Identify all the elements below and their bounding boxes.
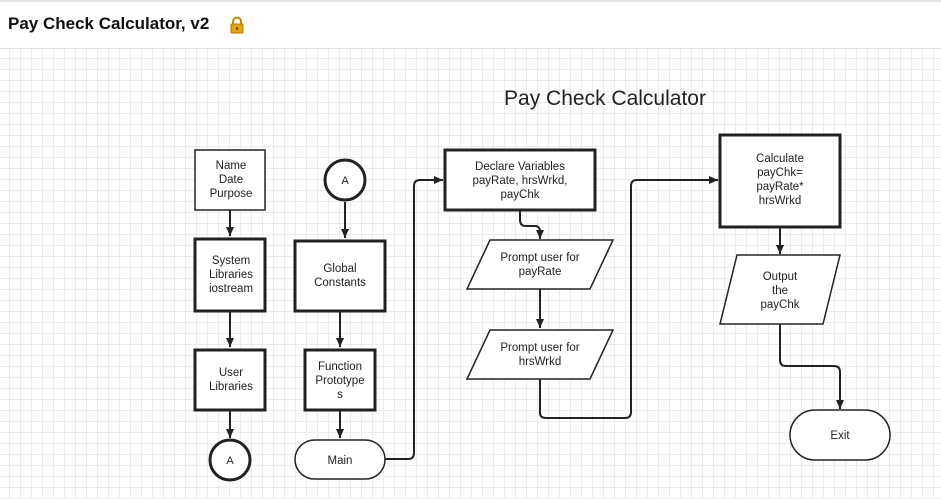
system-libraries-line-2: Libraries xyxy=(209,269,253,281)
prompt-payrate-line-2: payRate xyxy=(519,266,562,278)
global-constants-line-2: Constants xyxy=(314,277,366,289)
user-libraries-line-1: User xyxy=(219,367,243,379)
global-constants-line-1: Global xyxy=(323,263,356,275)
system-libraries-line-1: System xyxy=(212,255,250,267)
document-title: Pay Check Calculator, v2 xyxy=(8,14,210,33)
exit-terminator[interactable]: Exit xyxy=(789,409,891,461)
connector-a-out[interactable]: A xyxy=(208,438,252,482)
connector-a-out-label: A xyxy=(226,455,234,467)
diagram-title: Pay Check Calculator xyxy=(504,87,706,110)
output-line-1: Output xyxy=(763,271,798,283)
main-terminator[interactable]: Main xyxy=(294,439,386,480)
header-doc-line-3: Purpose xyxy=(210,188,253,200)
prompt-payrate-parallelogram[interactable]: Prompt user for payRate xyxy=(465,239,615,290)
prompt-payrate-line-1: Prompt user for xyxy=(500,252,579,264)
exit-label: Exit xyxy=(830,430,850,442)
connectors xyxy=(226,176,844,460)
top-border xyxy=(0,0,941,2)
main-label: Main xyxy=(328,455,353,467)
function-prototypes-line-2: Prototype xyxy=(315,375,364,387)
system-libraries-box[interactable]: System Libraries iostream xyxy=(193,237,267,313)
header-doc-line-1: Name xyxy=(216,160,247,172)
connector-a-in-label: A xyxy=(341,175,349,187)
calculate-line-4: hrsWrkd xyxy=(759,195,802,207)
calculate-line-3: payRate* xyxy=(756,181,804,193)
declare-variables-line-2: payRate, hrsWrkd, xyxy=(472,175,567,187)
user-libraries-line-2: Libraries xyxy=(209,381,253,393)
calculate-line-2: payChk= xyxy=(757,167,803,179)
header-doc-line-2: Date xyxy=(219,174,243,186)
user-libraries-box[interactable]: User Libraries xyxy=(193,348,267,412)
document-header: Pay Check Calculator, v2 xyxy=(0,2,941,49)
declare-variables-line-3: payChk xyxy=(501,189,540,201)
lock-icon[interactable] xyxy=(229,16,245,34)
prompt-hrswrkd-line-2: hrsWrkd xyxy=(519,356,562,368)
declare-variables-box[interactable]: Declare Variables payRate, hrsWrkd, payC… xyxy=(443,148,597,212)
global-constants-box[interactable]: Global Constants xyxy=(293,239,387,313)
system-libraries-line-3: iostream xyxy=(209,283,253,295)
function-prototypes-box[interactable]: Function Prototype s xyxy=(303,348,377,412)
function-prototypes-line-1: Function xyxy=(318,361,362,373)
connector-a-in[interactable]: A xyxy=(323,158,367,202)
output-parallelogram[interactable]: Output the payChk xyxy=(719,254,841,325)
output-line-3: payChk xyxy=(761,299,800,311)
header-doc-box[interactable]: Name Date Purpose xyxy=(194,149,266,211)
output-line-2: the xyxy=(772,285,788,297)
prompt-hrswrkd-parallelogram[interactable]: Prompt user for hrsWrkd xyxy=(465,329,615,380)
calculate-line-1: Calculate xyxy=(756,153,804,165)
declare-variables-line-1: Declare Variables xyxy=(475,161,565,173)
flowchart: Pay Check Calculator Name Date Purpose xyxy=(193,87,891,482)
diagram-canvas[interactable]: Pay Check Calculator Name Date Purpose xyxy=(0,49,941,499)
function-prototypes-line-3: s xyxy=(337,389,343,401)
calculate-box[interactable]: Calculate payChk= payRate* hrsWrkd xyxy=(718,133,842,229)
prompt-hrswrkd-line-1: Prompt user for xyxy=(500,342,579,354)
